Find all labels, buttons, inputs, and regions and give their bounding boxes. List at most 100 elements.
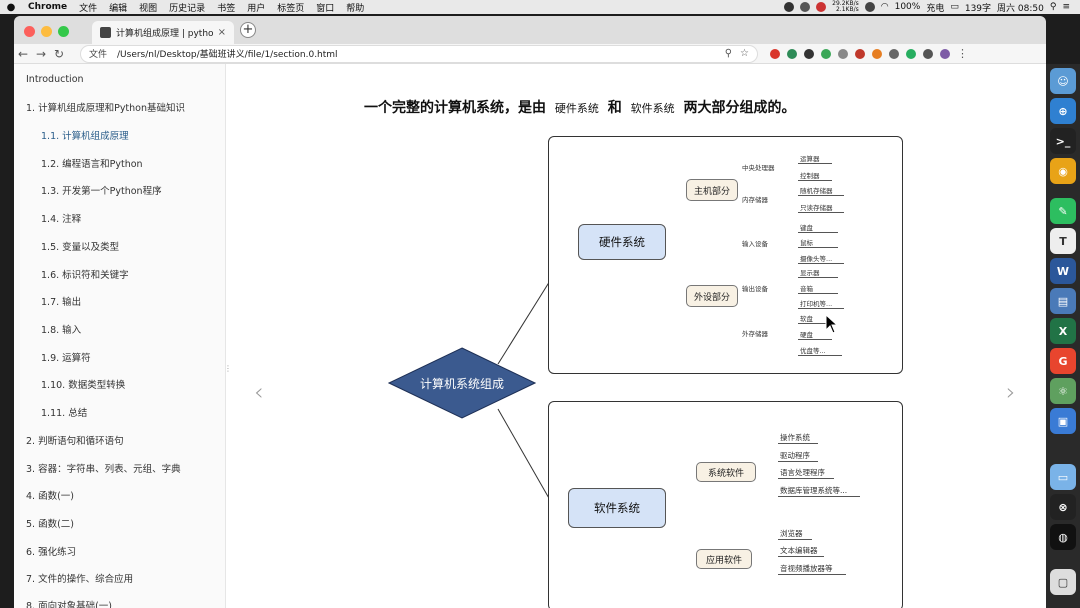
toc-1-8[interactable]: 1.8. 输入 (41, 325, 82, 336)
leaf-rom[interactable]: 只读存储器 (798, 202, 844, 213)
finder-window-icon[interactable]: ▤ (1050, 288, 1076, 314)
window-close-button[interactable] (24, 26, 35, 37)
leaf-monitor[interactable]: 显示器 (798, 267, 838, 278)
url-text[interactable]: /Users/nl/Desktop/基础班讲义/file/1/section.0… (117, 50, 338, 60)
reload-button[interactable]: ↻ (53, 46, 65, 61)
safari-icon[interactable]: ⊕ (1050, 98, 1076, 124)
next-page-arrow[interactable]: › (1006, 378, 1016, 406)
chrome-icon[interactable]: ◉ (1050, 158, 1076, 184)
node-cpu[interactable]: 中央处理器 (742, 164, 775, 172)
extensions-puzzle-icon[interactable] (923, 48, 933, 59)
bookmark-star-icon[interactable]: ☆ (740, 48, 749, 59)
toc-1-4[interactable]: 1.4. 注释 (41, 214, 82, 225)
node-peripheral[interactable]: 外设部分 (686, 285, 738, 307)
extension-shield-icon[interactable] (787, 48, 797, 59)
menu-window[interactable]: 窗口 (316, 3, 335, 14)
leaf-printer[interactable]: 打印机等... (798, 298, 844, 309)
leaf-speaker[interactable]: 音箱 (798, 283, 838, 294)
leaf-dbms[interactable]: 数据库管理系统等... (778, 485, 860, 497)
toc-1-10[interactable]: 1.10. 数据类型转换 (41, 380, 126, 391)
clock[interactable]: 周六 08:50 (997, 3, 1044, 14)
leaf-mouse[interactable]: 鼠标 (798, 237, 838, 248)
leaf-os[interactable]: 操作系统 (778, 432, 818, 444)
prev-page-arrow[interactable]: ‹ (254, 378, 264, 406)
toc-chapter-7[interactable]: 7. 文件的操作、综合应用 (26, 574, 134, 585)
cursor-app-icon[interactable]: ⊗ (1050, 494, 1076, 520)
finder-icon[interactable]: ☺ (1050, 68, 1076, 94)
record-icon[interactable] (784, 2, 795, 12)
toc-1-9[interactable]: 1.9. 运算符 (41, 353, 91, 364)
tab-active[interactable]: 计算机组成原理 | python高级 × (92, 21, 234, 44)
obs-icon[interactable]: ◍ (1050, 524, 1076, 550)
extension-red-icon[interactable] (855, 48, 865, 59)
leaf-harddisk[interactable]: 硬盘 (798, 329, 832, 340)
leaf-browser[interactable]: 浏览器 (778, 528, 812, 540)
forward-button[interactable]: → (35, 46, 47, 61)
toc-chapter-1[interactable]: 1. 计算机组成原理和Python基础知识 (26, 103, 186, 114)
menu-view[interactable]: 视图 (139, 3, 158, 14)
node-output-devices[interactable]: 输出设备 (742, 285, 768, 293)
battery-icon[interactable]: ▭ (950, 2, 959, 12)
new-tab-button[interactable]: + (240, 22, 256, 38)
menu-extra-icon[interactable] (864, 2, 875, 12)
extension-box-icon[interactable] (889, 48, 899, 59)
toc-chapter-3[interactable]: 3. 容器：字符串、列表、元组、字典 (26, 464, 181, 475)
node-hardware[interactable]: 硬件系统 (578, 224, 666, 260)
toc-1-3[interactable]: 1.3. 开发第一个Python程序 (41, 186, 162, 197)
leaf-floppy[interactable]: 软盘 (798, 313, 832, 324)
sync-icon[interactable] (800, 2, 811, 12)
leaf-alu[interactable]: 运算器 (798, 153, 832, 164)
leaf-driver[interactable]: 驱动程序 (778, 450, 818, 462)
window-minimize-button[interactable] (41, 26, 52, 37)
node-application-software[interactable]: 应用软件 (696, 549, 752, 569)
leaf-ram[interactable]: 随机存储器 (798, 185, 844, 196)
extension-grey-icon[interactable] (838, 48, 848, 59)
wifi-icon[interactable]: ◠ (880, 2, 889, 12)
leaf-usbdisk[interactable]: 优盘等... (798, 345, 842, 356)
leaf-language-processor[interactable]: 语言处理程序 (778, 467, 834, 479)
menu-help[interactable]: 帮助 (346, 3, 365, 14)
toc-chapter-4[interactable]: 4. 函数(一) (26, 491, 74, 502)
toc-1-5[interactable]: 1.5. 变量以及类型 (41, 242, 120, 253)
extension-adblock-icon[interactable] (770, 48, 780, 59)
control-center-icon[interactable]: ≡ (1062, 2, 1070, 12)
alert-icon[interactable] (816, 2, 827, 12)
node-memory[interactable]: 内存储器 (742, 196, 768, 204)
node-input-devices[interactable]: 输入设备 (742, 240, 768, 248)
word-icon[interactable]: W (1050, 258, 1076, 284)
wps-icon[interactable]: G (1050, 348, 1076, 374)
mail-icon[interactable]: ▣ (1050, 408, 1076, 434)
menu-edit[interactable]: 编辑 (109, 3, 128, 14)
leaf-camera[interactable]: 摄像头等... (798, 253, 844, 264)
apple-icon[interactable]: ● (6, 1, 16, 13)
terminal-icon[interactable]: >_ (1050, 128, 1076, 154)
menu-history[interactable]: 历史记录 (169, 3, 206, 14)
toc-1-6[interactable]: 1.6. 标识符和关键字 (41, 270, 129, 281)
profile-avatar[interactable] (940, 48, 950, 59)
folder-icon[interactable]: ▭ (1050, 464, 1076, 490)
extension-leaf-icon[interactable] (906, 48, 916, 59)
toc-1-1[interactable]: 1.1. 计算机组成原理 (41, 131, 129, 142)
toc-chapter-6[interactable]: 6. 强化练习 (26, 547, 77, 558)
atom-icon[interactable]: ⚛ (1050, 378, 1076, 404)
toc-chapter-2[interactable]: 2. 判断语句和循环语句 (26, 436, 124, 447)
extension-orange-icon[interactable] (872, 48, 882, 59)
extension-green-icon[interactable] (821, 48, 831, 59)
preview-icon[interactable]: ▢ (1050, 569, 1076, 595)
node-external-storage[interactable]: 外存储器 (742, 330, 768, 338)
node-system-software[interactable]: 系统软件 (696, 462, 756, 482)
leaf-media-player[interactable]: 音视频播放器等 (778, 563, 846, 575)
menu-tabs[interactable]: 标签页 (277, 3, 305, 14)
menu-bookmarks[interactable]: 书签 (217, 3, 236, 14)
security-chip[interactable]: 文件 (89, 50, 108, 60)
evernote-icon[interactable]: ✎ (1050, 198, 1076, 224)
menu-people[interactable]: 用户 (247, 3, 266, 14)
toc-introduction[interactable]: Introduction (26, 74, 84, 85)
leaf-keyboard[interactable]: 键盘 (798, 222, 838, 233)
menu-file[interactable]: 文件 (79, 3, 98, 14)
node-software[interactable]: 软件系统 (568, 488, 666, 528)
excel-icon[interactable]: X (1050, 318, 1076, 344)
tab-close-button[interactable]: × (217, 27, 226, 38)
search-icon[interactable]: ⚲ (1049, 2, 1057, 12)
mindmap-center-node[interactable]: 计算机系统组成 (387, 347, 537, 419)
